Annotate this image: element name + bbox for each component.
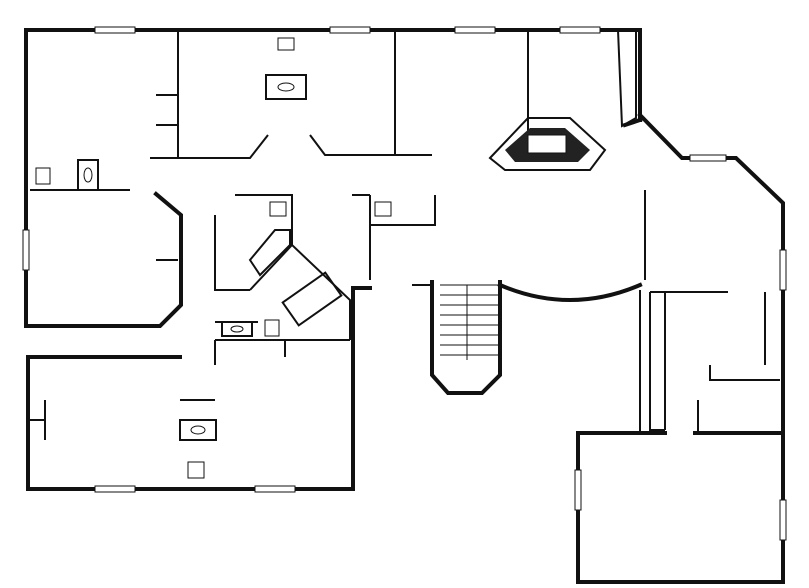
toilet-icon [35,167,51,185]
bathroom-fixtures [35,37,392,479]
vanity-icon [248,229,291,277]
sink-icon [77,159,99,191]
bathtub-icon [281,271,343,327]
sink-icon [221,321,253,337]
toilet-icon [264,319,280,337]
windows [22,26,787,541]
interior-walls [30,32,780,441]
curved-gallery-wall [497,282,643,302]
toilet-icon [269,201,287,217]
staircase [430,280,502,395]
toilet-icon [277,37,295,51]
toilet-icon [187,461,205,479]
sink-icon [179,419,217,441]
sink-icon [265,74,307,100]
toilet-icon [374,201,392,217]
fireplace [488,117,607,171]
